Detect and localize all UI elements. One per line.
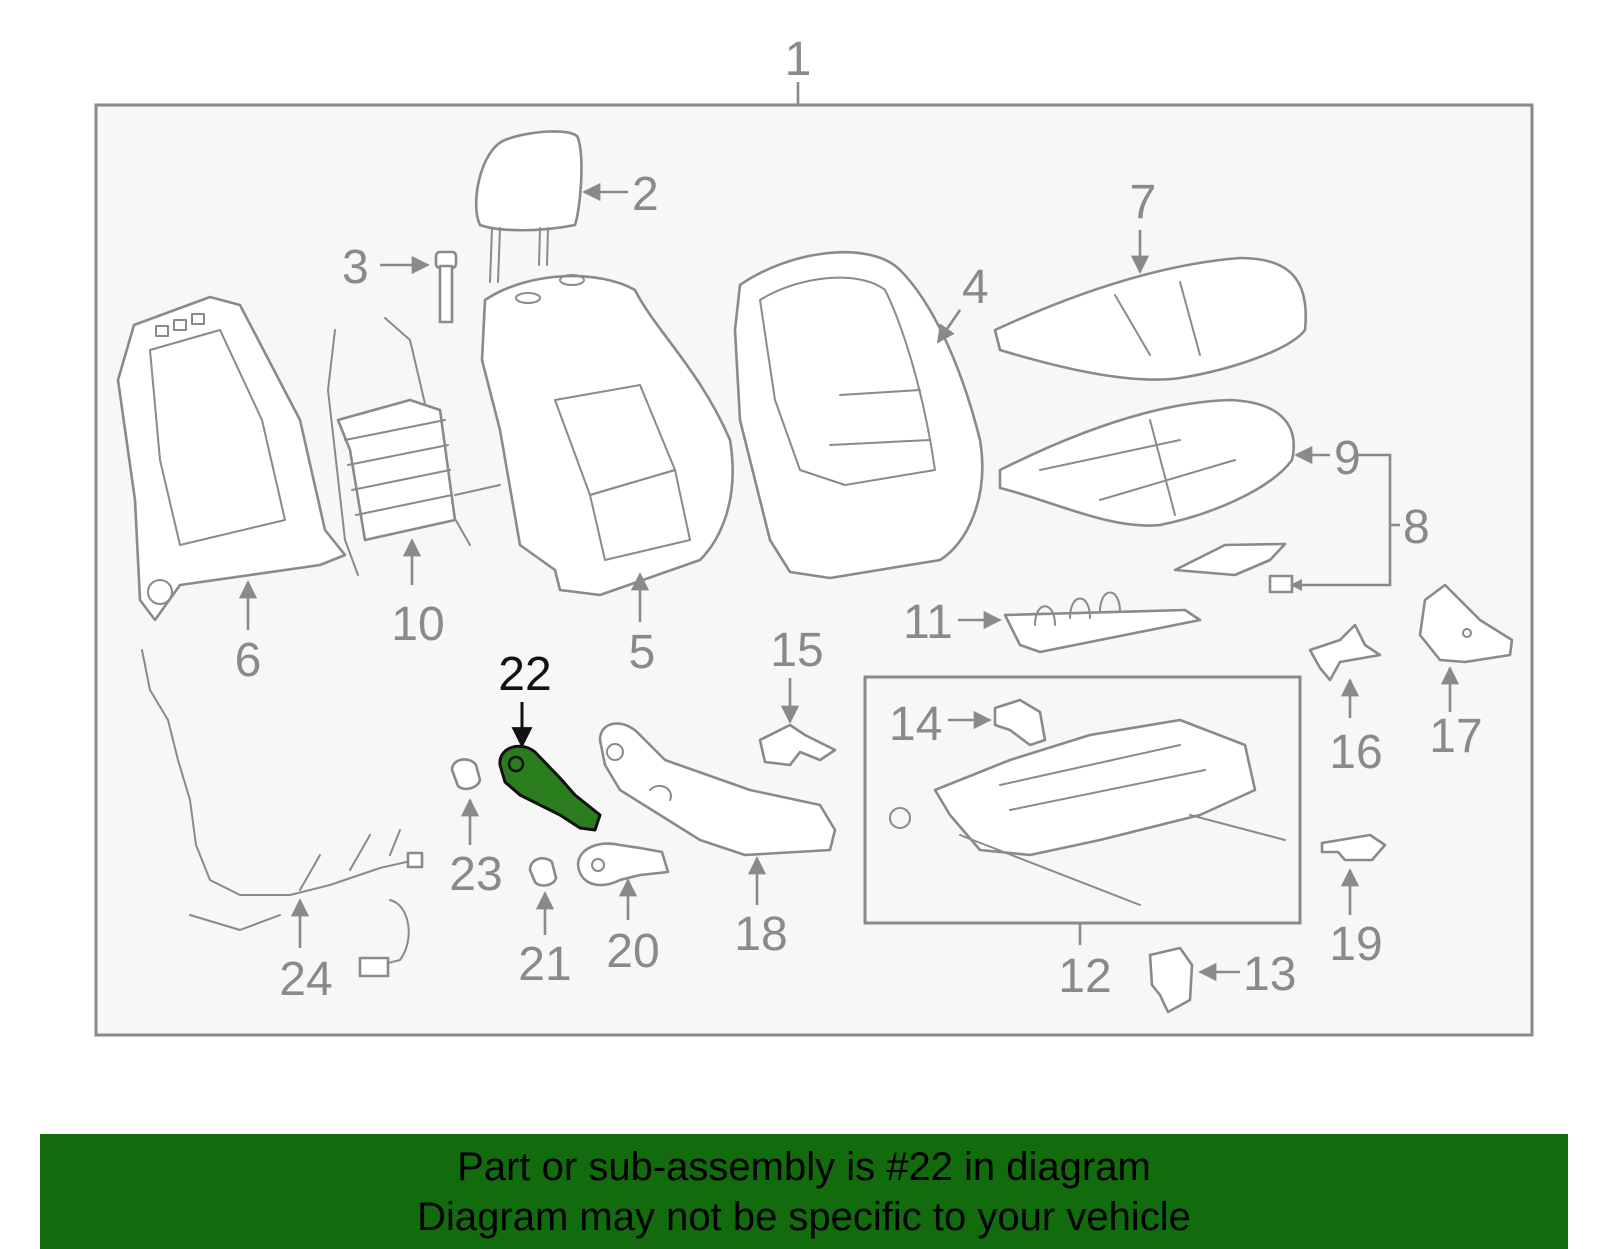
part-12-seat-adjuster [889,718,1286,906]
part-18-outer-shield [598,722,837,857]
callout-4: 4 [962,261,989,314]
callout-10: 10 [391,598,444,651]
part-14-motor-mount [993,698,1047,747]
part-11-cushion-springs [1003,591,1202,654]
callout-21: 21 [518,938,571,991]
part-8-cushion-assembly-bracket [1173,453,1400,594]
part-16-trim-bracket [1308,623,1382,682]
callout-2: 2 [632,168,659,221]
callout-22: 22 [498,648,551,701]
part-10-lumbar-support [327,317,501,576]
part-20-adjuster-knob [576,842,670,887]
callout-6: 6 [235,634,262,687]
callout-18: 18 [734,908,787,961]
parts-diagram: 1 2 3 6 10 [94,33,1534,1037]
part-3-headrest-guide [434,250,458,324]
part-23-cap [450,758,482,791]
callout-7: 7 [1130,176,1157,229]
callout-8: 8 [1403,501,1430,554]
banner-line-2: Diagram may not be specific to your vehi… [417,1195,1191,1239]
part-2-headrest [474,130,583,283]
callout-24: 24 [279,953,332,1006]
part-5-seatback-pad [480,274,734,597]
part-9-cushion-pad [998,398,1295,527]
part-7-cushion-cover [993,256,1308,381]
part-6-seatback-frame [116,295,347,622]
callout-15: 15 [770,624,823,677]
callout-17: 17 [1429,710,1482,763]
callout-3: 3 [342,241,369,294]
part-22-recliner-handle [498,744,602,832]
callout-16: 16 [1329,726,1382,779]
part-21-cap [528,856,558,887]
part-19-clip [1320,833,1387,862]
callout-12: 12 [1058,950,1111,1003]
callout-19: 19 [1329,918,1382,971]
part-13-track-bracket [1148,946,1194,1014]
part-4-seatback-cover [733,250,984,580]
callout-9: 9 [1334,432,1361,485]
callout-1: 1 [785,33,812,86]
callout-14: 14 [889,698,942,751]
part-17-side-shield [1418,583,1514,664]
part-24-wiring-harness [141,649,424,978]
callout-13: 13 [1243,948,1296,1001]
callout-23: 23 [449,848,502,901]
part-15-switch-bracket [758,723,837,767]
callout-20: 20 [606,925,659,978]
banner-line-1: Part or sub-assembly is #22 in diagram [457,1145,1151,1189]
callout-5: 5 [629,626,656,679]
part-12-adjuster-box [863,675,1302,925]
callout-11: 11 [903,596,953,649]
info-banner: Part or sub-assembly is #22 in diagram D… [40,1134,1568,1249]
